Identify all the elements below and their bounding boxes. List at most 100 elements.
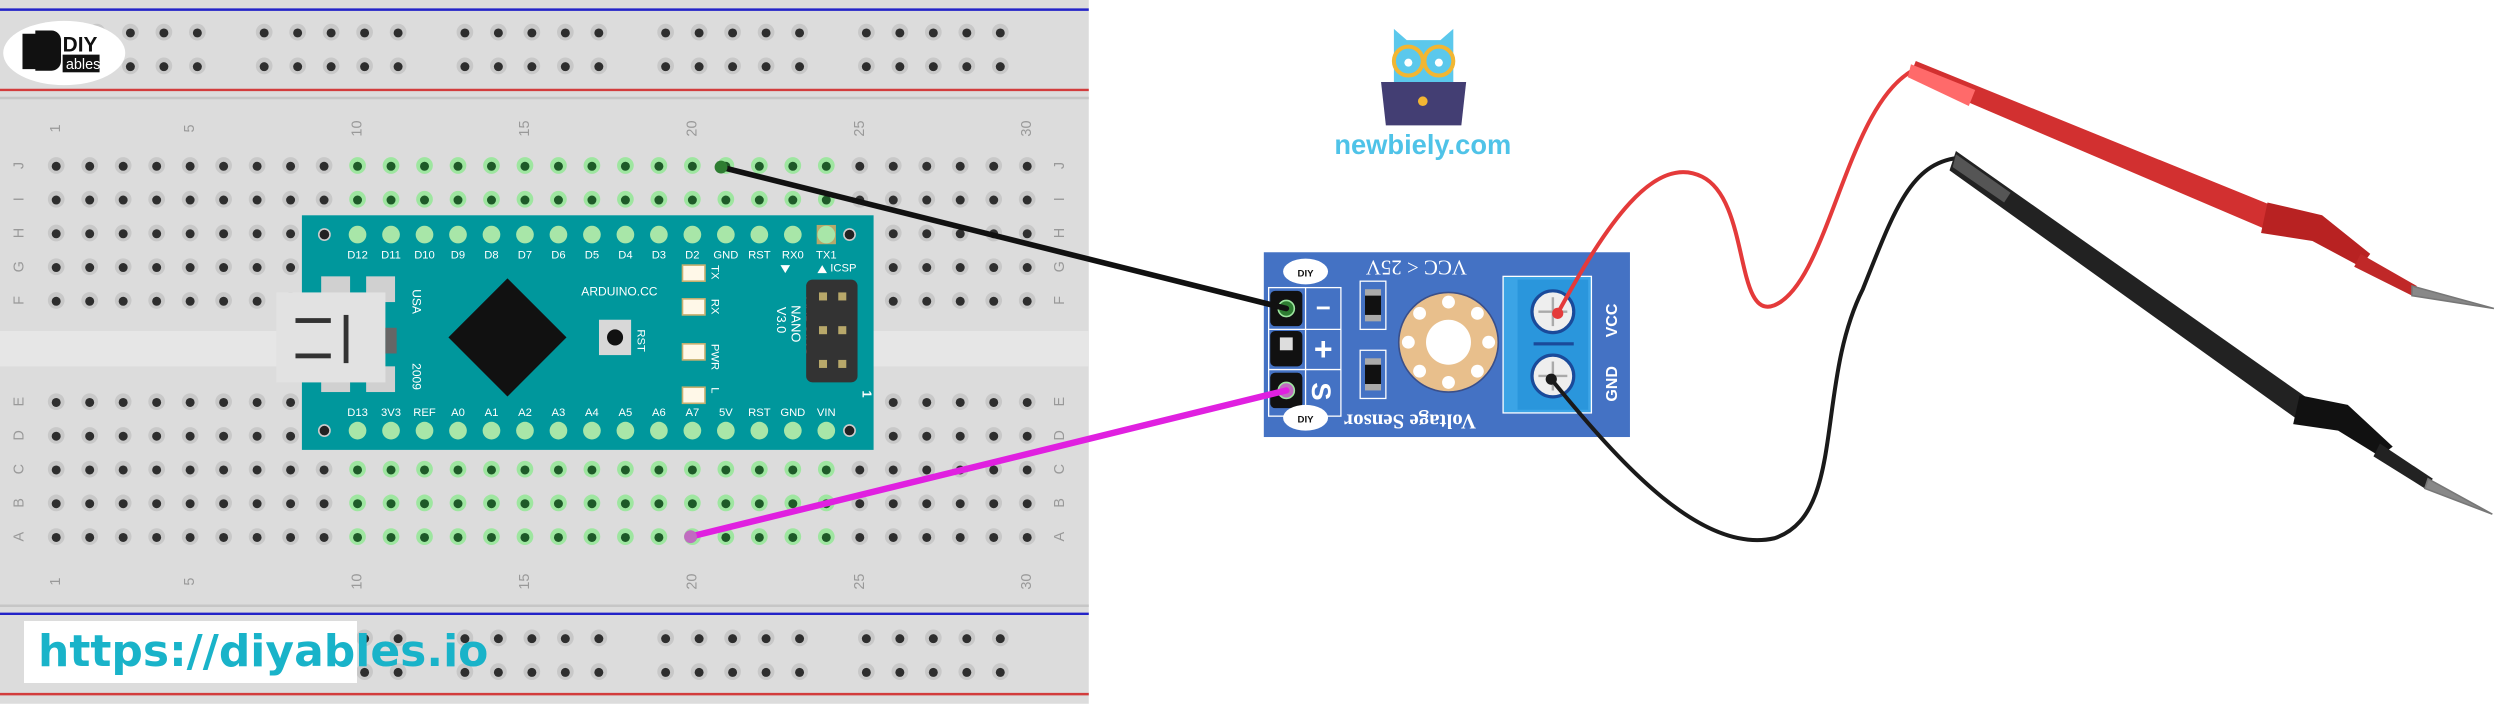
breadboard-hole[interactable] [81,393,99,411]
breadboard-hole[interactable] [951,258,969,276]
breadboard-hole[interactable] [449,190,467,208]
breadboard-hole[interactable] [148,258,166,276]
breadboard-hole[interactable] [248,427,266,444]
breadboard-hole[interactable] [483,190,500,208]
arduino-pin-3v3[interactable] [382,421,400,440]
breadboard-hole[interactable] [985,528,1003,546]
arduino-pin-rst[interactable] [750,421,769,440]
breadboard-hole[interactable] [315,494,333,512]
breadboard-hole[interactable] [884,460,902,478]
breadboard-hole[interactable] [416,190,433,208]
breadboard-hole[interactable] [690,23,708,41]
breadboard-hole[interactable] [47,393,65,411]
breadboard-hole[interactable] [349,528,366,546]
breadboard-hole[interactable] [282,460,299,478]
breadboard-hole[interactable] [951,292,969,309]
breadboard-hole[interactable] [958,629,976,647]
breadboard-hole[interactable] [985,292,1003,309]
breadboard-hole[interactable] [1018,157,1036,174]
breadboard-hole[interactable] [650,157,668,174]
breadboard-hole[interactable] [389,663,407,680]
breadboard-hole[interactable] [215,494,232,512]
breadboard-hole[interactable] [918,494,936,512]
breadboard-hole[interactable] [724,57,741,75]
breadboard-hole[interactable] [918,258,936,276]
breadboard-hole[interactable] [684,460,701,478]
breadboard-hole[interactable] [81,224,99,242]
breadboard-hole[interactable] [617,460,634,478]
breadboard-hole[interactable] [382,460,400,478]
breadboard-hole[interactable] [985,393,1003,411]
breadboard-hole[interactable] [1018,258,1036,276]
breadboard-hole[interactable] [215,157,232,174]
breadboard-hole[interactable] [550,157,567,174]
breadboard-hole[interactable] [791,663,808,680]
breadboard-hole[interactable] [114,258,132,276]
breadboard-hole[interactable] [884,224,902,242]
breadboard-hole[interactable] [255,57,273,75]
breadboard-hole[interactable] [47,190,65,208]
black-probe-lead[interactable] [1549,155,1963,542]
breadboard-hole[interactable] [523,23,541,41]
breadboard-hole[interactable] [918,292,936,309]
breadboard-hole[interactable] [951,157,969,174]
breadboard-hole[interactable] [155,57,173,75]
breadboard-hole[interactable] [389,629,407,647]
breadboard-hole[interactable] [757,629,775,647]
breadboard-hole[interactable] [657,629,674,647]
breadboard-hole[interactable] [784,494,802,512]
breadboard-hole[interactable] [690,57,708,75]
breadboard-hole[interactable] [81,528,99,546]
breadboard-hole[interactable] [985,190,1003,208]
arduino-pin-tx1[interactable] [816,224,836,245]
breadboard-hole[interactable] [47,427,65,444]
breadboard-hole[interactable] [248,190,266,208]
breadboard-hole[interactable] [791,57,808,75]
breadboard-hole[interactable] [122,57,139,75]
breadboard-hole[interactable] [958,23,976,41]
arduino-pin-a3[interactable] [549,421,568,440]
arduino-pin-rst[interactable] [750,225,769,244]
breadboard-hole[interactable] [81,292,99,309]
breadboard-hole[interactable] [884,190,902,208]
breadboard-hole[interactable] [717,190,735,208]
breadboard-hole[interactable] [918,224,936,242]
breadboard-hole[interactable] [248,393,266,411]
breadboard-hole[interactable] [1018,494,1036,512]
breadboard-hole[interactable] [215,292,232,309]
breadboard-hole[interactable] [791,23,808,41]
breadboard-hole[interactable] [248,157,266,174]
breadboard-hole[interactable] [282,190,299,208]
arduino-pin-gnd[interactable] [783,421,802,440]
breadboard-hole[interactable] [590,629,608,647]
breadboard-hole[interactable] [215,460,232,478]
arduino-pin-d7[interactable] [516,225,534,244]
breadboard-hole[interactable] [690,663,708,680]
breadboard-hole[interactable] [389,57,407,75]
breadboard-hole[interactable] [416,460,433,478]
breadboard-hole[interactable] [315,460,333,478]
breadboard-hole[interactable] [884,157,902,174]
breadboard-hole[interactable] [181,460,199,478]
red-probe[interactable] [1907,61,2495,310]
breadboard-hole[interactable] [516,494,534,512]
breadboard-hole[interactable] [690,629,708,647]
breadboard-hole[interactable] [356,629,373,647]
breadboard-hole[interactable] [724,23,741,41]
breadboard-hole[interactable] [991,57,1009,75]
arduino-pin-ref[interactable] [415,421,434,440]
breadboard-hole[interactable] [1018,528,1036,546]
breadboard-hole[interactable] [148,190,166,208]
breadboard-hole[interactable] [449,494,467,512]
breadboard-hole[interactable] [289,57,306,75]
breadboard-hole[interactable] [181,258,199,276]
breadboard-hole[interactable] [891,23,909,41]
breadboard-hole[interactable] [858,663,875,680]
breadboard-hole[interactable] [717,528,735,546]
breadboard-hole[interactable] [784,460,802,478]
black-probe[interactable] [1949,151,2493,515]
breadboard-hole[interactable] [1018,292,1036,309]
breadboard-hole[interactable] [817,528,835,546]
breadboard-hole[interactable] [81,157,99,174]
breadboard-hole[interactable] [750,190,768,208]
